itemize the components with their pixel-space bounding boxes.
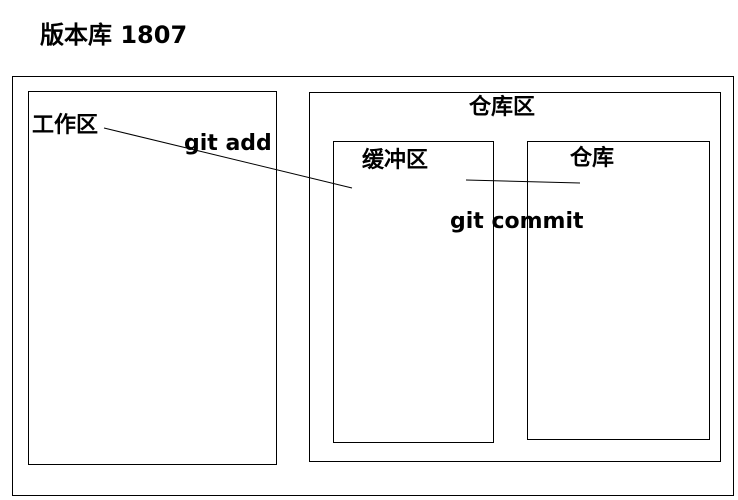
repository-box xyxy=(309,92,721,462)
repository-label: 仓库区 xyxy=(469,95,536,120)
page-title: 版本库 1807 xyxy=(40,21,188,49)
store-box xyxy=(527,141,710,440)
workspace-label: 工作区 xyxy=(32,113,99,138)
buffer-box xyxy=(333,141,494,443)
buffer-label: 缓冲区 xyxy=(362,148,429,173)
git-commit-label: git commit xyxy=(450,209,584,234)
git-add-label: git add xyxy=(184,131,272,156)
version-library-box xyxy=(12,76,734,496)
store-label: 仓库 xyxy=(570,146,615,171)
workspace-box xyxy=(28,91,277,465)
